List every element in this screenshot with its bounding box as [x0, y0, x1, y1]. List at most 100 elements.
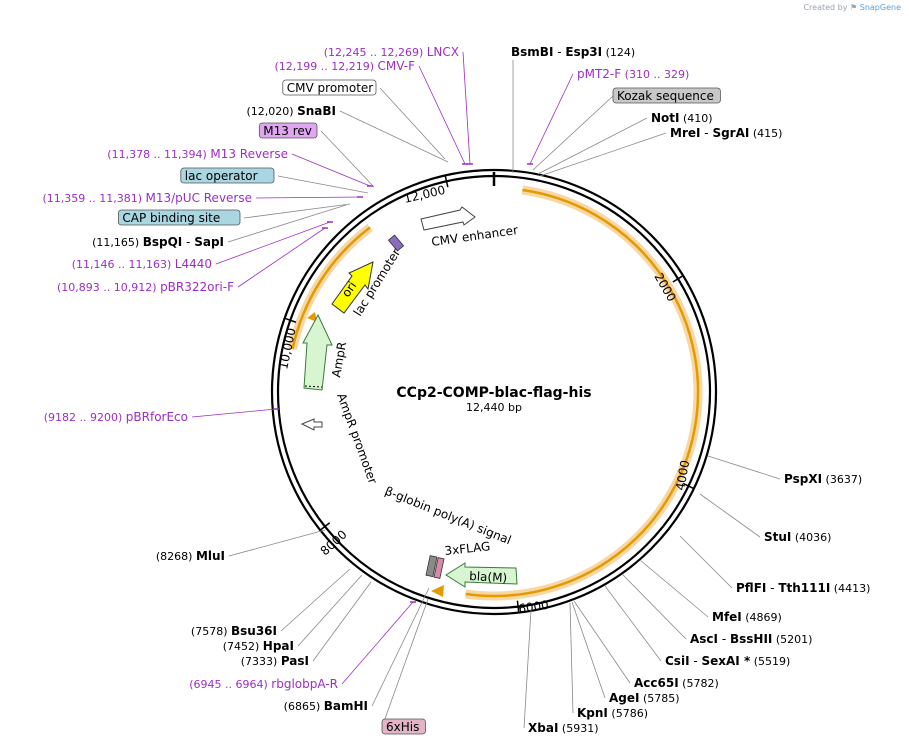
site-label-acc65i: Acc65I (5782) [634, 676, 719, 690]
site-connector-line [291, 153, 371, 187]
site-connector-line [297, 574, 363, 647]
site-label-mfei: MfeI (4869) [712, 610, 782, 624]
site-label-text: (8268) MluI [156, 549, 225, 563]
site-label-text: (11,359 .. 11,381) M13/pUC Reverse [42, 191, 252, 205]
site-connector-line [523, 609, 532, 729]
site-label-mlui: (8268) MluI [156, 549, 225, 563]
ruler-tick-mark [672, 275, 683, 283]
site-connector-line [215, 221, 331, 265]
site-label-text: (12,199 .. 12,219) CMV-F [274, 59, 415, 73]
feature-box-m13-rev: M13 rev [258, 122, 318, 139]
site-label-stui: StuI (4036) [764, 530, 831, 544]
feature-ori: ori [331, 261, 374, 314]
site-label-text: (9182 .. 9200) pBRforEco [44, 410, 188, 424]
site-label-text: AscI - BssHII (5201) [690, 632, 812, 646]
site-label-text: PflFI - Tth111I (4413) [736, 581, 870, 595]
site-connector-line [255, 196, 361, 199]
site-label-pbrforeco: (9182 .. 9200) pBRforEco [44, 410, 188, 424]
site-connector-line [228, 529, 326, 557]
feature-box-bg [258, 122, 318, 139]
site-label-text: KpnI (5786) [577, 706, 648, 720]
site-label-kpni: KpnI (5786) [577, 706, 648, 720]
site-label-text: MreI - SgrAI (415) [670, 126, 782, 140]
feature-cmv-enhancer: CMV enhancer [420, 206, 519, 249]
site-label-csii: CsiI - SexAI * (5519) [665, 654, 790, 668]
site-label-hpai: (7452) HpaI [223, 639, 294, 653]
site-connector-line [243, 203, 351, 219]
site-connector-line [639, 559, 709, 618]
site-label-text: BsmBI - Esp3I (124) [511, 45, 635, 59]
feature-box-bg [612, 87, 721, 104]
feature-label-cmv-enhancer: CMV enhancer [430, 223, 518, 249]
feature-box-bg [381, 718, 426, 735]
orf-arcs [288, 185, 703, 601]
feature-box-kozak-sequence: Kozak sequence [612, 87, 721, 104]
site-label-m13-puc-reverse: (11,359 .. 11,381) M13/pUC Reverse [42, 191, 252, 205]
site-label-pmt2-f: pMT2-F (310 .. 329) [577, 67, 689, 81]
credit-brand: SnapGene [859, 3, 901, 12]
site-label-text: (11,146 .. 11,163) L4440 [72, 257, 212, 271]
site-label-bspqi: (11,165) BspQI - SapI [92, 235, 224, 249]
site-connector-line [371, 587, 430, 707]
site-label-bsu36i: (7578) Bsu36I [191, 624, 277, 638]
ruler-tick-mark [682, 482, 694, 489]
feature-ampr-promoter: AmpR promoter [300, 391, 380, 486]
site-label-pspxi: PspXI (3637) [784, 472, 862, 486]
feature-box-bg [282, 79, 377, 96]
snapgene-credit: Created by ⚑ SnapGene [803, 3, 901, 12]
feature-box-bg [180, 167, 275, 184]
plasmid-size: 12,440 bp [466, 401, 522, 414]
site-connector-line [312, 581, 372, 662]
site-connector-line [227, 204, 347, 243]
site-label-text: MfeI (4869) [712, 610, 782, 624]
site-label-pbr322ori-f: (10,893 .. 10,912) pBR322ori-F [57, 280, 234, 294]
site-label-text: (7452) HpaI [223, 639, 294, 653]
feature-box-lac-operator: lac operator [180, 167, 275, 184]
site-label-text: (11,165) BspQI - SapI [92, 235, 224, 249]
feature-box-cmv-promoter: CMV promoter [282, 79, 377, 96]
feature-box-label: M13 rev [263, 124, 312, 138]
site-connector-line [339, 110, 449, 163]
feature-label-ampr: AmpR [329, 341, 349, 379]
site-label-text: PspXI (3637) [784, 472, 862, 486]
feature-beta-globin-polya: β-globin poly(A) signal [383, 484, 513, 548]
site-label-text: (6945 .. 6964) rbglobpA-R [189, 677, 338, 691]
plasmid-name: CCp2-COMP-blac-flag-his [396, 385, 591, 401]
feature-box-label: CMV promoter [287, 81, 374, 95]
feature-box-label: lac operator [185, 169, 258, 183]
backbone-outer-ring [270, 168, 718, 616]
site-label-noti: NotI (410) [651, 111, 713, 125]
site-label-text: (12,020) SnaBI [247, 104, 336, 118]
site-connector-line [621, 573, 687, 640]
site-label-text: CsiI - SexAI * (5519) [665, 654, 790, 668]
site-connector-line [381, 598, 429, 728]
feature-box-label: Kozak sequence [617, 89, 714, 103]
orf-arrowhead-ampr [307, 312, 317, 322]
ruler-tick-mark [320, 522, 331, 531]
ruler-tick-mark [444, 176, 449, 188]
feature-box-bg [118, 209, 241, 226]
site-connector-line [237, 227, 326, 288]
feature-label-ampr-promoter: AmpR promoter [334, 391, 380, 485]
site-label-m13-reverse: (11,378 .. 11,394) M13 Reverse [107, 147, 288, 161]
site-connector-line [280, 568, 351, 632]
feature-ampr: AmpR [302, 313, 349, 391]
site-connector-line [341, 601, 414, 685]
credit-prefix: Created by [803, 3, 848, 12]
orf-arc-ampr [291, 226, 371, 350]
site-label-text: (7333) PasI [241, 654, 309, 668]
site-connector-line [539, 132, 667, 177]
feature-bla-m: bla(M) [445, 562, 518, 588]
site-connector-line [573, 600, 631, 684]
site-label-text: (10,893 .. 10,912) pBR322ori-F [57, 280, 234, 294]
site-connector-line [191, 408, 277, 418]
ruler-tick-label: 6000 [517, 598, 549, 616]
site-label-text: (11,378 .. 11,394) M13 Reverse [107, 147, 288, 161]
site-marks [273, 163, 533, 603]
site-label-text: pMT2-F (310 .. 329) [577, 67, 689, 81]
site-label-text: StuI (4036) [764, 530, 831, 544]
site-label-snabi: (12,020) SnaBI [247, 104, 336, 118]
site-label-asci: AscI - BssHII (5201) [690, 632, 812, 646]
site-label-lncx: (12,245 .. 12,269) LNCX [324, 45, 459, 59]
